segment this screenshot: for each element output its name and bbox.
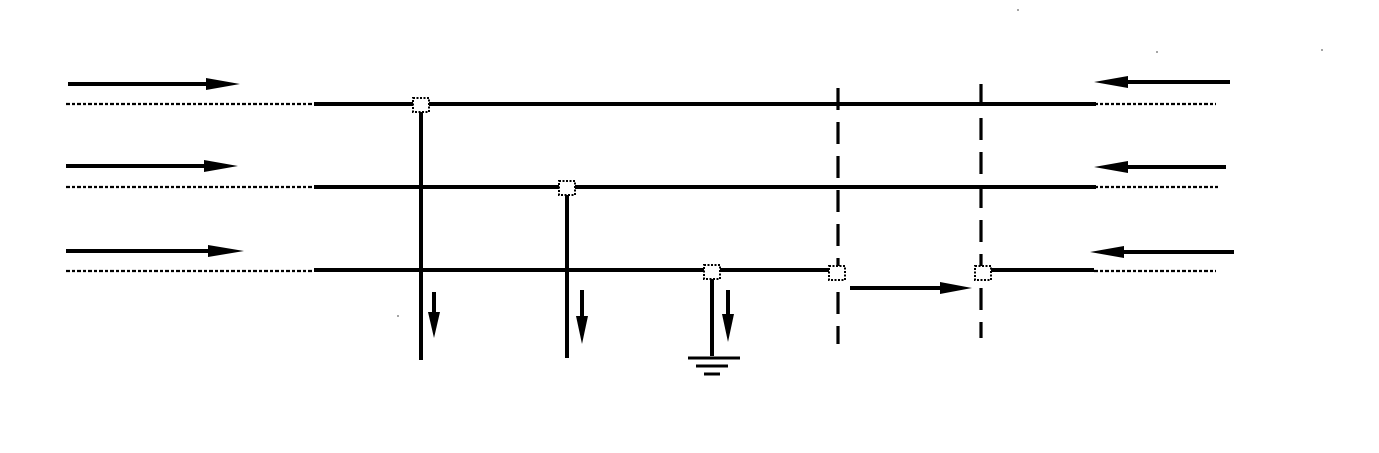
junction-node-icon xyxy=(558,180,576,196)
junction-node-icon xyxy=(412,97,430,113)
junction-node-icon xyxy=(828,265,846,281)
scan-specks xyxy=(397,9,1323,317)
arrow-right-icon xyxy=(68,78,240,90)
vertical-branches xyxy=(419,106,714,360)
dotted-lead-lines xyxy=(66,102,1218,273)
arrow-right-icon xyxy=(850,282,972,294)
arrow-right-icon xyxy=(66,245,244,257)
arrow-left-icon xyxy=(1094,161,1226,173)
junction-node-icon xyxy=(974,265,992,281)
arrow-right-icon xyxy=(66,160,238,172)
left-inflow-arrows xyxy=(66,78,244,257)
arrow-down-icon xyxy=(428,292,440,338)
arrow-down-icon xyxy=(576,290,588,344)
right-inflow-arrows xyxy=(1090,76,1234,258)
arrow-left-icon xyxy=(1094,76,1230,88)
arrow-down-icon xyxy=(722,290,734,342)
ground-icon xyxy=(688,356,740,376)
horizontal-lines xyxy=(314,102,1096,272)
junction-nodes xyxy=(412,97,992,281)
outflow-arrows xyxy=(428,290,734,344)
arrow-left-icon xyxy=(1090,246,1234,258)
dashed-branches xyxy=(836,84,983,344)
junction-node-icon xyxy=(703,264,721,280)
